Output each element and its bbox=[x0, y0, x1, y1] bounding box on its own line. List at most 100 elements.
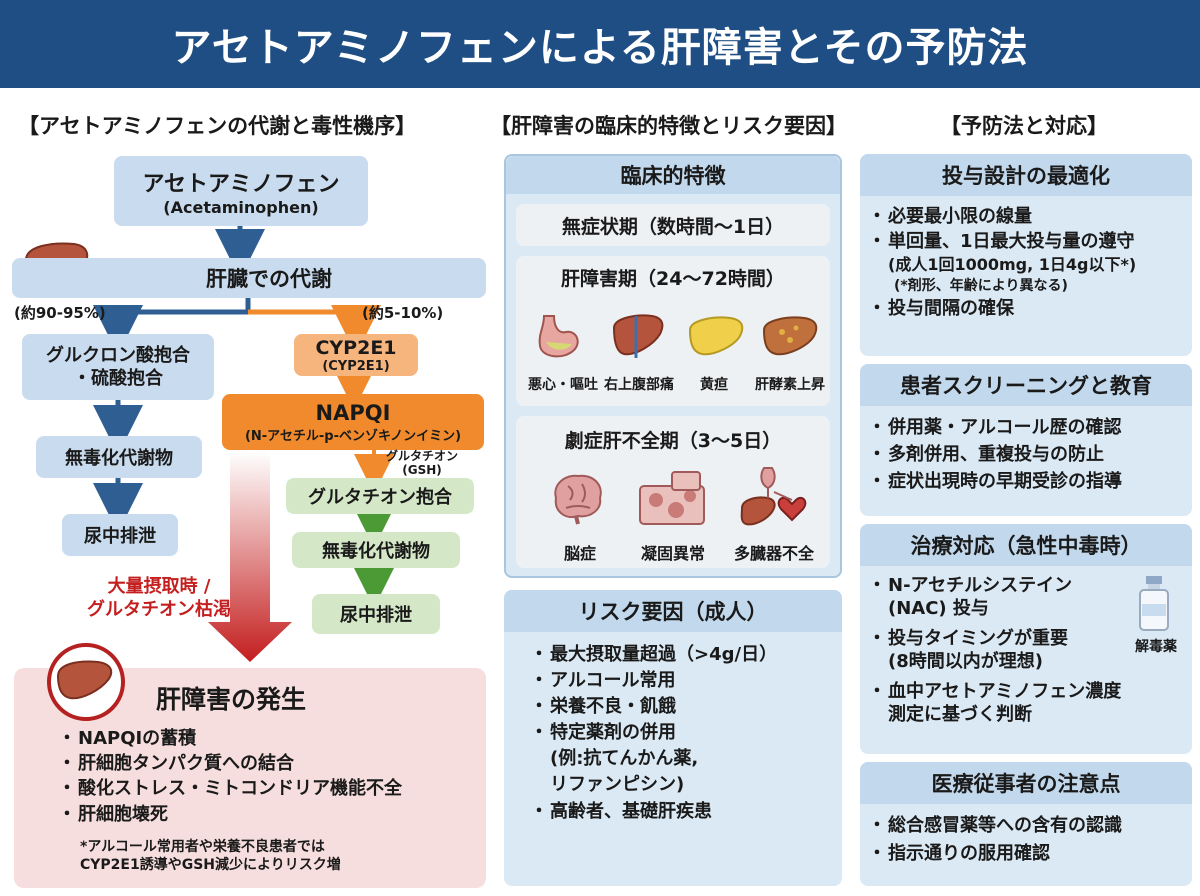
gsh-label-line1: グルタチオン bbox=[386, 449, 459, 463]
icon-label-coagulopathy: 凝固異常 bbox=[640, 544, 705, 563]
multi-organ-icon bbox=[738, 464, 810, 532]
icon-label-jaundice: 黄疸 bbox=[700, 377, 728, 393]
icon-label-abdominal-pain: 右上腹部痛 bbox=[604, 377, 674, 393]
damaged-liver-icon bbox=[38, 642, 134, 726]
list-item: 肝細胞壊死 bbox=[58, 802, 402, 827]
risk-item4-line3: リファンピシン) bbox=[550, 774, 685, 796]
jaundice-liver-icon bbox=[686, 314, 746, 364]
drug-name: アセトアミノフェン bbox=[142, 171, 340, 197]
cyp-main: CYP2E1 bbox=[315, 336, 397, 359]
overdose-label: 大量摂取時 / グルタチオン枯渇 bbox=[84, 576, 234, 621]
list-item: アルコール常用 bbox=[530, 668, 777, 694]
overdose-red-arrow bbox=[208, 452, 292, 662]
branch-minor-path bbox=[248, 305, 381, 355]
urinary-excretion-left: 尿中排泄 bbox=[62, 514, 178, 556]
risk-item4-line1: 特定薬剤の併用 bbox=[550, 722, 676, 744]
urinary-excretion-right: 尿中排泄 bbox=[312, 594, 440, 634]
liver-injury-note: *アルコール常用者や栄養不良患者では CYP2E1誘導やGSH減少によりリスク増 bbox=[80, 838, 341, 874]
branch-main-path bbox=[93, 298, 251, 355]
gsh-label-line2: (GSH) bbox=[402, 462, 442, 477]
list-item: 投与タイミングが重要 (8時間以内が理想) bbox=[868, 627, 1121, 674]
dosing-item2: 単回量、1日最大投与量の遵守 bbox=[888, 231, 1135, 253]
icon-label-nausea: 悪心・嘔吐 bbox=[528, 377, 598, 393]
brain-icon bbox=[548, 470, 608, 530]
treatment-item2-line2: (8時間以内が理想) bbox=[888, 651, 1043, 673]
list-item: 高齢者、基礎肝疾患 bbox=[530, 799, 777, 825]
liver-injury-list: NAPQIの蓄積 肝細胞タンパク質への結合 酸化ストレス・ミトコンドリア機能不全… bbox=[58, 726, 402, 827]
glutathione-conjugation-box: グルタチオン抱合 bbox=[286, 478, 474, 514]
dosing-title: 投与設計の最適化 bbox=[860, 154, 1192, 196]
page-title: アセトアミノフェンによる肝障害とその予防法 bbox=[0, 0, 1200, 88]
percentage-main: (約90-95%) bbox=[14, 304, 106, 322]
conjugation-line1: グルクロン酸抱合 bbox=[46, 344, 190, 366]
list-item: 最大摂取量超過（>4g/日） bbox=[530, 642, 777, 668]
elevated-enzyme-liver-icon bbox=[760, 314, 820, 364]
column-heading-clinical: 【肝障害の臨床的特徴とリスク要因】 bbox=[490, 114, 847, 138]
staff-title: 医療従事者の注意点 bbox=[860, 762, 1192, 804]
cyp-sub: (CYP2E1) bbox=[322, 358, 390, 374]
stomach-icon bbox=[530, 312, 584, 366]
stage1-label: 無症状期（数時間〜1日） bbox=[561, 216, 785, 238]
liver-injury-title: 肝障害の発生 bbox=[156, 685, 307, 714]
column-heading-prevention: 【予防法と対応】 bbox=[940, 114, 1108, 138]
dosing-list: 必要最小限の線量 単回量、1日最大投与量の遵守 (成人1回1000mg, 1日4… bbox=[868, 204, 1136, 322]
treatment-title: 治療対応（急性中毒時） bbox=[860, 524, 1192, 566]
glucuronide-conjugation-box: グルクロン酸抱合 ・硫酸抱合 bbox=[22, 334, 214, 400]
drug-name-english: (Acetaminophen) bbox=[163, 197, 319, 217]
screening-title: 患者スクリーニングと教育 bbox=[860, 364, 1192, 406]
treatment-item3-line2: 測定に基づく判断 bbox=[888, 703, 1032, 725]
cyp2e1-box: CYP2E1 (CYP2E1) bbox=[294, 334, 418, 376]
clinical-features-title: 臨床的特徴 bbox=[506, 156, 840, 194]
treatment-item1-line1: N-アセチルシステイン bbox=[888, 575, 1073, 596]
coagulation-icon bbox=[636, 470, 708, 532]
stage2-label: 肝障害期（24〜72時間） bbox=[561, 268, 785, 290]
stage3-label: 劇症肝不全期（3〜5日） bbox=[564, 430, 782, 452]
drug-box: アセトアミノフェン (Acetaminophen) bbox=[114, 156, 368, 226]
risk-item4-line2: (例:抗てんかん薬, bbox=[550, 748, 699, 770]
overdose-line1: 大量摂取時 / bbox=[107, 576, 211, 597]
conjugation-line2: ・硫酸抱合 bbox=[73, 368, 163, 389]
nontoxic-metabolite-right: 無毒化代謝物 bbox=[292, 532, 460, 568]
napqi-box: NAPQI (N-アセチル-p-ベンゾキノンイミン) bbox=[222, 394, 484, 450]
list-item: 特定薬剤の併用 (例:抗てんかん薬, リファンピシン) bbox=[530, 720, 777, 798]
list-item: 症状出現時の早期受診の指導 bbox=[868, 468, 1122, 495]
icon-label-liver-enzymes: 肝酵素上昇 bbox=[755, 377, 825, 393]
column-heading-metabolism: 【アセトアミノフェンの代謝と毒性機序】 bbox=[18, 114, 417, 138]
list-item: NAPQIの蓄積 bbox=[58, 726, 402, 751]
icon-label-encephalopathy: 脳症 bbox=[563, 544, 596, 563]
list-item: 酸化ストレス・ミトコンドリア機能不全 bbox=[58, 776, 402, 801]
risk-factors-title: リスク要因（成人） bbox=[504, 590, 842, 632]
treatment-item1-line2: (NAC) 投与 bbox=[888, 598, 989, 620]
list-item: 指示通りの服用確認 bbox=[868, 840, 1122, 868]
napqi-name: NAPQI bbox=[315, 400, 391, 425]
list-item: 多剤併用、重複投与の防止 bbox=[868, 441, 1122, 468]
treatment-list: N-アセチルシステイン (NAC) 投与 投与タイミングが重要 (8時間以内が理… bbox=[868, 574, 1121, 726]
list-item: 投与間隔の確保 bbox=[868, 296, 1136, 321]
napqi-full-name: (N-アセチル-p-ベンゾキノンイミン) bbox=[244, 428, 462, 444]
antidote-vial-icon bbox=[1136, 576, 1172, 636]
list-item: N-アセチルシステイン (NAC) 投与 bbox=[868, 574, 1121, 621]
icon-label-multi-organ-failure: 多臓器不全 bbox=[733, 544, 814, 563]
risk-factors-list: 最大摂取量超過（>4g/日） アルコール常用 栄養不良・飢餓 特定薬剤の併用 (… bbox=[530, 642, 777, 825]
liver-pain-icon bbox=[610, 312, 666, 366]
screening-list: 併用薬・アルコール歴の確認 多剤併用、重複投与の防止 症状出現時の早期受診の指導 bbox=[868, 414, 1122, 495]
stage-asymptomatic: 無症状期（数時間〜1日） bbox=[516, 204, 830, 246]
nontoxic-metabolite-left: 無毒化代謝物 bbox=[36, 436, 202, 478]
list-item: 必要最小限の線量 bbox=[868, 204, 1136, 229]
dosing-item2-detail: (成人1回1000mg, 1日4g以下*) bbox=[888, 255, 1137, 275]
list-item: 併用薬・アルコール歴の確認 bbox=[868, 414, 1122, 441]
list-item: 血中アセトアミノフェン濃度 測定に基づく判断 bbox=[868, 680, 1121, 727]
percentage-minor: (約5-10%) bbox=[362, 304, 444, 322]
dosing-item2-note: (*剤形、年齢により異なる) bbox=[894, 277, 1068, 294]
treatment-item2-line1: 投与タイミングが重要 bbox=[888, 627, 1068, 649]
note-line2: CYP2E1誘導やGSH減少によりリスク増 bbox=[80, 857, 341, 874]
liver-metabolism-box: 肝臓での代謝 bbox=[12, 258, 486, 298]
treatment-item3-line1: 血中アセトアミノフェン濃度 bbox=[888, 680, 1122, 702]
list-item: 総合感冒薬等への含有の認識 bbox=[868, 812, 1122, 840]
gsh-label: グルタチオン (GSH) bbox=[386, 449, 459, 478]
list-item: 単回量、1日最大投与量の遵守 (成人1回1000mg, 1日4g以下*) (*剤… bbox=[868, 229, 1136, 296]
staff-list: 総合感冒薬等への含有の認識 指示通りの服用確認 bbox=[868, 812, 1122, 868]
note-line1: *アルコール常用者や栄養不良患者では bbox=[80, 839, 325, 855]
antidote-label: 解毒薬 bbox=[1135, 639, 1177, 655]
list-item: 肝細胞タンパク質への結合 bbox=[58, 751, 402, 776]
